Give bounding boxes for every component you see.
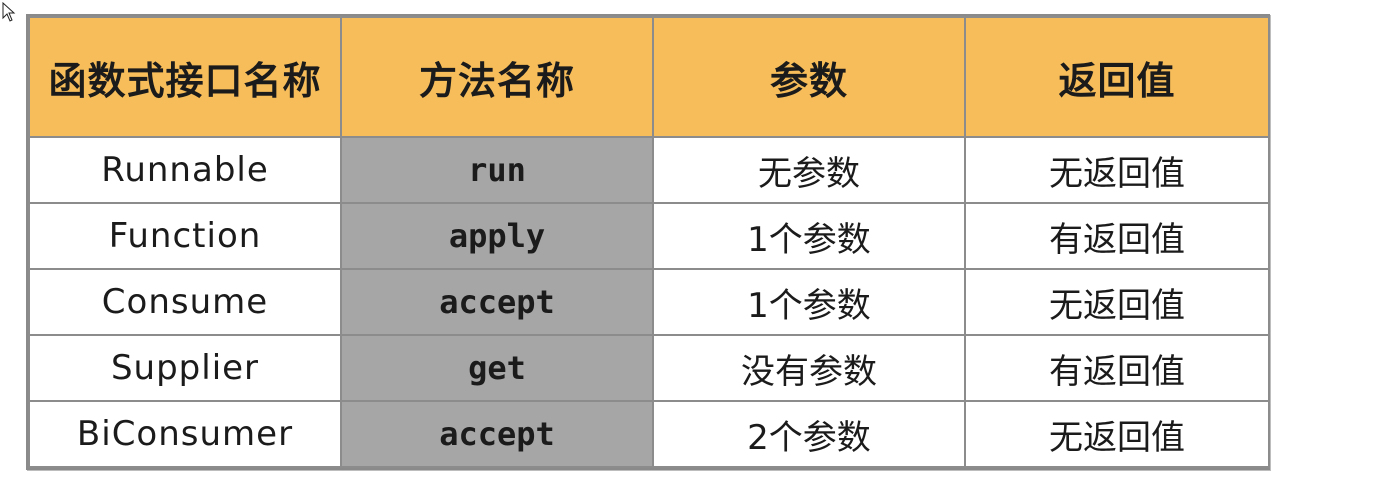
return-value-cell: 有返回值 [964, 202, 1270, 270]
parameters-cell: 1个参数 [652, 202, 966, 270]
table-row: Runnable run 无参数 无返回值 [28, 136, 1270, 204]
header-method-name: 方法名称 [340, 16, 654, 138]
mouse-pointer-icon [2, 2, 16, 22]
method-name-cell: run [340, 136, 654, 204]
method-name-cell: get [340, 334, 654, 402]
return-value-cell: 有返回值 [964, 334, 1270, 402]
interface-name-cell: Runnable [28, 136, 342, 204]
functional-interface-table: 函数式接口名称 方法名称 参数 返回值 Runnable run 无参数 无返回… [26, 14, 1270, 470]
method-name-cell: accept [340, 400, 654, 468]
parameters-cell: 无参数 [652, 136, 966, 204]
method-name-cell: accept [340, 268, 654, 336]
interface-name-cell: Function [28, 202, 342, 270]
header-row: 函数式接口名称 方法名称 参数 返回值 [28, 16, 1270, 138]
header-return-value: 返回值 [964, 16, 1270, 138]
parameters-cell: 1个参数 [652, 268, 966, 336]
table-row: Supplier get 没有参数 有返回值 [28, 334, 1270, 402]
header-parameters: 参数 [652, 16, 966, 138]
table-row: Consume accept 1个参数 无返回值 [28, 268, 1270, 336]
table-row: BiConsumer accept 2个参数 无返回值 [28, 400, 1270, 468]
table-row: Function apply 1个参数 有返回值 [28, 202, 1270, 270]
return-value-cell: 无返回值 [964, 268, 1270, 336]
header-interface-name: 函数式接口名称 [28, 16, 342, 138]
parameters-cell: 2个参数 [652, 400, 966, 468]
interface-name-cell: Consume [28, 268, 342, 336]
return-value-cell: 无返回值 [964, 400, 1270, 468]
method-name-cell: apply [340, 202, 654, 270]
interface-name-cell: Supplier [28, 334, 342, 402]
interface-name-cell: BiConsumer [28, 400, 342, 468]
return-value-cell: 无返回值 [964, 136, 1270, 204]
parameters-cell: 没有参数 [652, 334, 966, 402]
interface-table: 函数式接口名称 方法名称 参数 返回值 Runnable run 无参数 无返回… [28, 16, 1270, 468]
